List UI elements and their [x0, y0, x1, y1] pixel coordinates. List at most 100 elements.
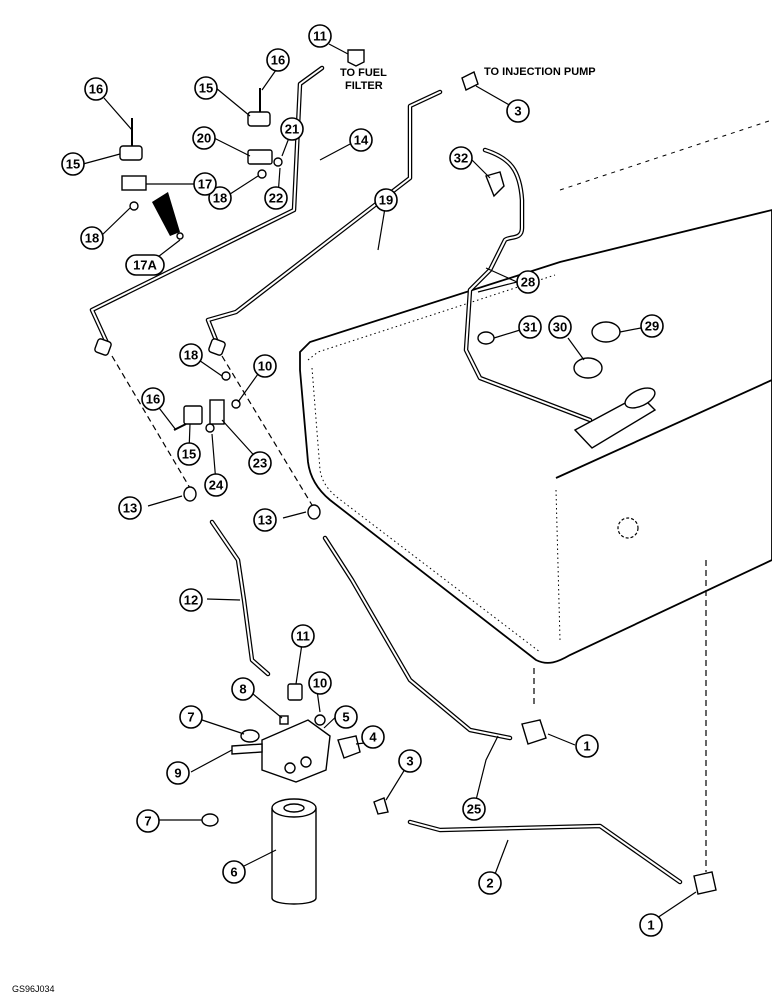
fuel-filter-6 [271, 798, 317, 905]
svg-text:30: 30 [553, 320, 567, 335]
callout-15-a: 15 [61, 152, 85, 176]
svg-text:31: 31 [523, 320, 537, 335]
svg-text:13: 13 [258, 513, 272, 528]
fuel-tank [299, 119, 772, 664]
svg-text:21: 21 [285, 122, 299, 137]
callout-10-a: 10 [253, 354, 277, 378]
callout-15-c: 15 [177, 442, 201, 466]
callout-15-b: 15 [194, 76, 218, 100]
svg-text:16: 16 [89, 82, 103, 97]
fuel-line-2 [407, 819, 683, 885]
elbow-1-lower [693, 871, 717, 895]
svg-text:32: 32 [454, 151, 468, 166]
clamp-assembly-top-center [247, 88, 283, 179]
fuel-line-19 [205, 89, 443, 356]
svg-text:9: 9 [174, 766, 181, 781]
svg-text:17: 17 [198, 177, 212, 192]
callout-4: 4 [361, 725, 385, 749]
svg-text:24: 24 [209, 478, 224, 493]
clamp-assembly-middle [173, 371, 241, 433]
label-to-injection-pump: TO INJECTION PUMP [484, 66, 596, 78]
fuel-line-12 [209, 519, 271, 677]
callout-13-b: 13 [253, 508, 277, 532]
callout-10-b: 10 [308, 671, 332, 695]
callout-18-c: 18 [179, 343, 203, 367]
nut-13-left [183, 486, 197, 502]
svg-text:2: 2 [486, 876, 493, 891]
svg-text:6: 6 [230, 865, 237, 880]
vent-tube [463, 147, 593, 423]
fitting-3-top [461, 71, 479, 91]
grommet-31 [477, 331, 495, 345]
callout-11-bottom: 11 [291, 624, 315, 648]
svg-text:12: 12 [184, 593, 198, 608]
nut-13-right [307, 504, 321, 520]
callout-19: 19 [374, 188, 398, 212]
figure-code: GS96J034 [12, 984, 55, 994]
dash-line-left [111, 355, 191, 489]
svg-text:1: 1 [647, 918, 654, 933]
callout-6: 6 [222, 860, 246, 884]
callout-14: 14 [349, 128, 373, 152]
callout-11-top: 11 [308, 24, 332, 48]
svg-text:18: 18 [184, 348, 198, 363]
fuel-line-25 [322, 535, 513, 741]
callout-22: 22 [264, 186, 288, 210]
callout-17a: 17A [125, 254, 165, 276]
callout-3-bottom: 3 [398, 749, 422, 773]
callout-16-b: 16 [266, 48, 290, 72]
callout-1-upper: 1 [575, 734, 599, 758]
callout-2: 2 [478, 871, 502, 895]
callout-1-lower: 1 [639, 913, 663, 937]
svg-text:18: 18 [213, 191, 227, 206]
svg-text:10: 10 [258, 359, 272, 374]
svg-text:25: 25 [467, 802, 481, 817]
callout-29: 29 [640, 314, 664, 338]
svg-text:23: 23 [253, 456, 267, 471]
svg-text:29: 29 [645, 319, 659, 334]
callout-28: 28 [516, 270, 540, 294]
svg-text:14: 14 [354, 133, 369, 148]
svg-text:13: 13 [123, 501, 137, 516]
callout-5: 5 [334, 705, 358, 729]
callout-31: 31 [518, 315, 542, 339]
svg-text:1: 1 [583, 739, 590, 754]
callout-23: 23 [248, 451, 272, 475]
svg-text:3: 3 [514, 104, 521, 119]
svg-text:15: 15 [66, 157, 80, 172]
callout-12: 12 [179, 588, 203, 612]
callout-16-c: 16 [141, 387, 165, 411]
elbow-1-upper [521, 719, 547, 745]
svg-text:16: 16 [146, 392, 160, 407]
svg-text:4: 4 [369, 730, 377, 745]
callout-9: 9 [166, 761, 190, 785]
cap-29 [591, 321, 621, 343]
svg-text:16: 16 [271, 53, 285, 68]
svg-text:7: 7 [144, 814, 151, 829]
svg-text:5: 5 [342, 710, 349, 725]
dash-line-right [221, 355, 313, 506]
callout-25: 25 [462, 797, 486, 821]
o-ring-30 [573, 357, 603, 379]
fuel-line-14 [89, 65, 325, 356]
svg-text:18: 18 [85, 231, 99, 246]
svg-text:19: 19 [379, 193, 393, 208]
label-to-fuel-filter-line2: FILTER [345, 80, 383, 92]
elbow-fitting-top [347, 49, 365, 67]
svg-text:22: 22 [269, 191, 283, 206]
label-to-fuel-filter-line1: TO FUEL [340, 67, 387, 79]
svg-text:17A: 17A [133, 258, 157, 273]
callout-13-a: 13 [118, 496, 142, 520]
callout-24: 24 [204, 473, 228, 497]
callout-21: 21 [280, 117, 304, 141]
svg-text:28: 28 [521, 275, 535, 290]
svg-text:10: 10 [313, 676, 327, 691]
svg-text:15: 15 [199, 81, 213, 96]
callout-30: 30 [548, 315, 572, 339]
callout-18-a: 18 [208, 186, 232, 210]
svg-text:7: 7 [187, 710, 194, 725]
svg-text:3: 3 [406, 754, 413, 769]
callout-16-a: 16 [84, 77, 108, 101]
svg-text:15: 15 [182, 447, 196, 462]
